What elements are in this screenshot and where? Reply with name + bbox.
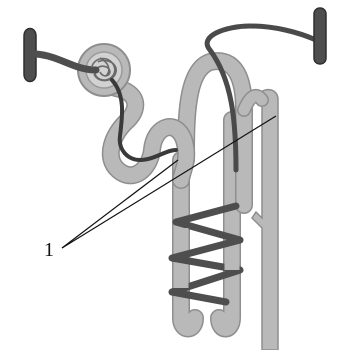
renal-vein-end: [314, 8, 326, 64]
vein-cap: [314, 8, 326, 64]
label-marker-1: 1: [44, 239, 54, 261]
